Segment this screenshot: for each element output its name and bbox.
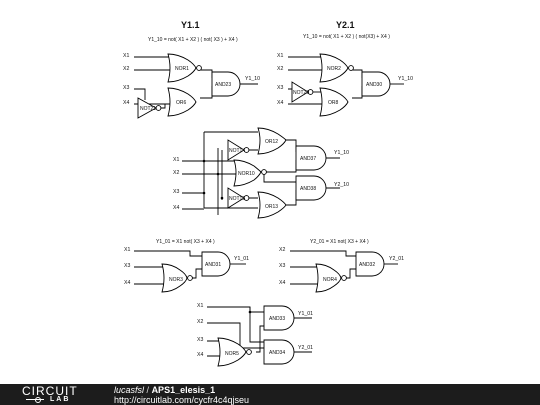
svg-text:NOR1: NOR1	[175, 66, 189, 72]
gate-and38[interactable]: AND38	[295, 175, 327, 201]
gate-nor4[interactable]: NOR4	[315, 263, 347, 293]
label-x2: X2	[279, 247, 285, 253]
project-title[interactable]: APS1_elesis_1	[151, 385, 216, 395]
label-x1: X1	[277, 53, 283, 59]
output-y2_10: Y2_10	[334, 182, 349, 188]
svg-text:AND23: AND23	[215, 82, 231, 88]
gate-nor2[interactable]: NOR2	[319, 53, 354, 83]
output-y1_10-b: Y1_10	[398, 76, 413, 82]
circuit-y1_01: X1 X3 X4 NOR3 AND31 Y1_01	[124, 247, 249, 293]
gate-not20[interactable]: NOT20	[291, 81, 314, 103]
breadcrumb: lucasfsl / APS1_elesis_1	[114, 385, 215, 395]
equation-1: Y1_10 = not( X1 + X2 ) ( not( X3 ) + X4 …	[148, 37, 238, 43]
svg-text:NOR2: NOR2	[327, 66, 341, 72]
label-x1: X1	[124, 247, 130, 253]
gate-and32[interactable]: AND32	[355, 251, 385, 277]
svg-text:NOR10: NOR10	[238, 171, 255, 177]
svg-text:NOT14: NOT14	[229, 148, 245, 154]
output-y1_01-b: Y1_01	[298, 311, 313, 317]
label-x4: X4	[277, 100, 283, 106]
svg-text:OR13: OR13	[265, 204, 278, 210]
gate-not14[interactable]: NOT14	[227, 139, 250, 161]
label-x3: X3	[277, 85, 283, 91]
circuit-combined: X1 X2 X3 X4 OR12 NOT14 NOR10 NOT15	[173, 127, 349, 219]
gate-not21[interactable]: NOT21	[137, 97, 162, 119]
svg-text:NOR5: NOR5	[225, 351, 239, 357]
label-x3: X3	[279, 263, 285, 269]
label-x4: X4	[197, 352, 203, 358]
svg-text:NOT20: NOT20	[293, 90, 309, 96]
gate-nor5[interactable]: NOR5	[217, 337, 252, 367]
svg-text:AND33: AND33	[269, 316, 285, 322]
label-x4: X4	[279, 280, 285, 286]
circuit-bottom: X1 X2 X3 X4 NOR5 AND33 AND34 Y1_01 Y2_01	[197, 303, 313, 367]
schematic-canvas[interactable]: Y1.1 Y2.1 Y1_10 = not( X1 + X2 ) ( not( …	[0, 0, 540, 384]
gate-and31[interactable]: AND31	[201, 251, 231, 277]
svg-text:NOT15: NOT15	[229, 196, 245, 202]
label-x3: X3	[197, 337, 203, 343]
gate-nor10[interactable]: NOR10	[233, 159, 267, 187]
label-x2: X2	[277, 66, 283, 72]
label-x4: X4	[123, 100, 129, 106]
svg-text:OR8: OR8	[328, 100, 339, 106]
equation-2: Y1_10 = not( X1 + X2 ) ( not(X3) + X4 )	[303, 34, 390, 40]
svg-text:AND32: AND32	[359, 262, 375, 268]
gate-and30[interactable]: AND30	[361, 71, 391, 97]
gate-and37[interactable]: AND37	[295, 145, 327, 171]
svg-text:AND31: AND31	[205, 262, 221, 268]
gate-not15[interactable]: NOT15	[227, 187, 250, 209]
svg-text:AND38: AND38	[300, 186, 316, 192]
circuitlab-logo[interactable]: CIRCUIT LAB	[22, 384, 78, 403]
output-y1_10-a: Y1_10	[245, 76, 260, 82]
label-x3: X3	[124, 263, 130, 269]
gate-or8[interactable]: OR8	[319, 87, 349, 117]
circuit-y21: X1 X2 X3 X4 NOR2 OR8 NOT20 AND30 Y1_10	[277, 53, 413, 117]
output-y1_01-a: Y1_01	[234, 256, 249, 262]
svg-text:AND34: AND34	[269, 350, 285, 356]
label-x1: X1	[123, 53, 129, 59]
title-y21: Y2.1	[336, 20, 355, 30]
label-x1: X1	[173, 157, 179, 163]
gate-and34[interactable]: AND34	[263, 339, 295, 365]
svg-text:NOR4: NOR4	[323, 277, 337, 283]
equation-4: Y2_01 = X1 not( X3 + X4 )	[310, 239, 369, 245]
svg-text:OR6: OR6	[176, 100, 187, 106]
gate-and33[interactable]: AND33	[263, 305, 295, 331]
label-x1: X1	[197, 303, 203, 309]
output-y2_01-a: Y2_01	[389, 256, 404, 262]
title-y11: Y1.1	[181, 20, 200, 30]
label-x3: X3	[123, 85, 129, 91]
label-x2: X2	[197, 319, 203, 325]
gate-or13[interactable]: OR13	[257, 191, 287, 219]
circuit-y11: X1 X2 X3 X4 NOR1 OR6 NOT21 AND23 Y1_10	[123, 53, 260, 119]
gate-nor1[interactable]: NOR1	[167, 53, 202, 83]
breadcrumb-separator: /	[146, 385, 150, 395]
gate-or12[interactable]: OR12	[257, 127, 287, 155]
gate-and23[interactable]: AND23	[211, 71, 241, 97]
svg-text:AND37: AND37	[300, 156, 316, 162]
output-y2_01-b: Y2_01	[298, 345, 313, 351]
gate-nor3[interactable]: NOR3	[161, 263, 193, 293]
svg-text:AND30: AND30	[366, 82, 382, 88]
label-x3: X3	[173, 189, 179, 195]
svg-text:OR12: OR12	[265, 139, 278, 145]
output-y1_10-c: Y1_10	[334, 150, 349, 156]
label-x2: X2	[123, 66, 129, 72]
label-x2: X2	[173, 170, 179, 176]
label-x4: X4	[124, 280, 130, 286]
circuit-y2_01: X2 X3 X4 NOR4 AND32 Y2_01	[279, 247, 404, 293]
footer-bar: CIRCUIT LAB lucasfsl / APS1_elesis_1 htt…	[0, 384, 540, 405]
label-x4: X4	[173, 205, 179, 211]
equation-3: Y1_01 = X1 not( X3 + X4 )	[156, 239, 215, 245]
project-url[interactable]: http://circuitlab.com/cycfr4c4qjseu	[114, 395, 250, 405]
svg-text:NOT21: NOT21	[140, 106, 156, 112]
gate-or6[interactable]: OR6	[167, 87, 197, 117]
svg-text:NOR3: NOR3	[169, 277, 183, 283]
author-link[interactable]: lucasfsl	[114, 385, 145, 395]
